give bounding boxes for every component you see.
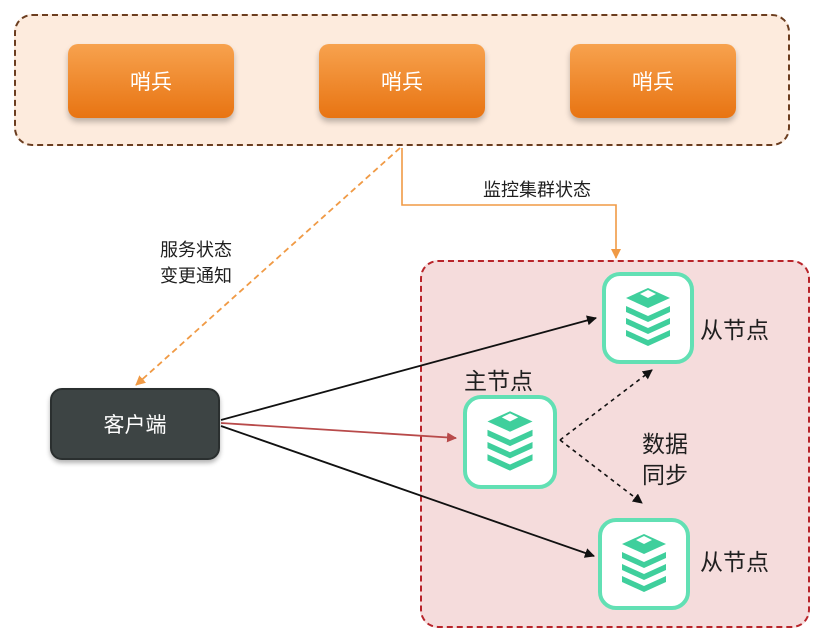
sync-to-slave-top-arrow xyxy=(559,369,653,441)
monitor-label: 监控集群状态 xyxy=(483,180,591,201)
client-to-slave-top-arrow xyxy=(220,315,597,421)
monitor-arrow xyxy=(401,148,621,259)
client-box: 客户端 xyxy=(50,388,220,460)
master-label: 主节点 xyxy=(464,369,533,395)
master-node xyxy=(463,395,557,489)
slave-bottom-label: 从节点 xyxy=(700,550,769,576)
redis-stack-icon xyxy=(622,534,666,592)
sentinel-box-3: 哨兵 xyxy=(570,44,736,118)
redis-stack-icon xyxy=(487,411,533,471)
slave-node-top xyxy=(602,272,694,364)
client-label: 客户端 xyxy=(103,413,167,437)
sentinel-label: 哨兵 xyxy=(381,70,423,94)
client-to-slave-bottom-arrow xyxy=(220,425,595,558)
sync-label-line1: 数据 xyxy=(642,432,688,458)
client-to-master-arrow xyxy=(220,422,457,443)
redis-stack-icon xyxy=(626,288,670,346)
slave-top-label: 从节点 xyxy=(700,318,769,344)
sentinel-label: 哨兵 xyxy=(130,70,172,94)
notify-label-line1: 服务状态 xyxy=(160,240,232,261)
sentinel-box-1: 哨兵 xyxy=(68,44,234,118)
notify-arrow xyxy=(135,147,401,386)
sync-to-slave-bottom-arrow xyxy=(559,439,643,504)
notify-label-line2: 变更通知 xyxy=(160,266,232,287)
sentinel-box-2: 哨兵 xyxy=(319,44,485,118)
sentinel-label: 哨兵 xyxy=(632,70,674,94)
slave-node-bottom xyxy=(598,518,690,610)
sync-label-line2: 同步 xyxy=(642,463,688,489)
